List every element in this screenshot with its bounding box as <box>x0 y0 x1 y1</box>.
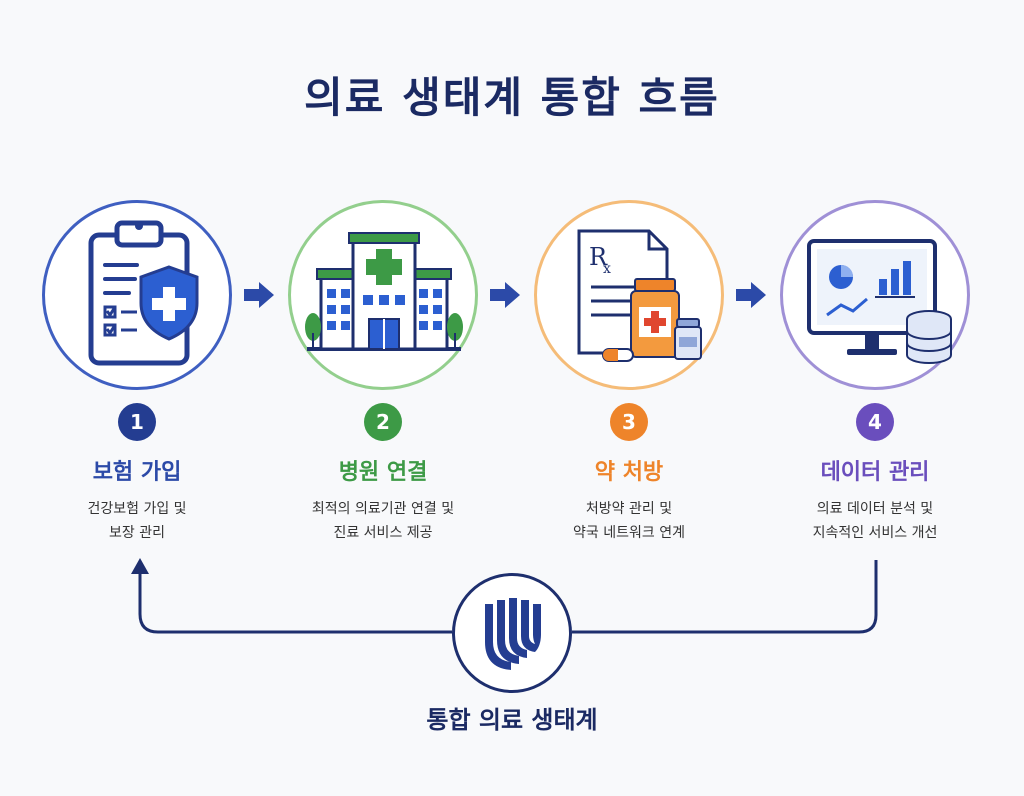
hospital-icon <box>305 232 463 351</box>
loop-arrowhead-icon <box>131 558 149 574</box>
united-logo-icon <box>485 598 541 670</box>
step-2-description: 최적의 의료기관 연결 및 진료 서비스 제공 <box>263 497 503 545</box>
step-1-title: 보험 가입 <box>92 460 182 485</box>
step-4-circle <box>780 200 970 390</box>
step-3-number: 3 <box>610 403 648 441</box>
clipboard-shield-icon <box>88 220 199 366</box>
page-title: 의료 생태계 통합 흐름 <box>304 73 720 122</box>
flow-arrow-icon <box>244 282 274 308</box>
step-3-desc-line: 약국 네트워크 연계 <box>573 525 685 541</box>
center-logo <box>452 573 572 693</box>
svg-text:R: R <box>589 243 608 271</box>
step-2-desc-line: 진료 서비스 제공 <box>333 525 433 541</box>
step-4-title: 데이터 관리 <box>820 460 930 485</box>
step-3-circle: R x <box>534 200 724 390</box>
step-2-circle <box>288 200 478 390</box>
monitor-database-icon <box>807 239 952 364</box>
step-1-desc-line: 건강보험 가입 및 <box>87 501 187 517</box>
flow-arrow-icon <box>736 282 766 308</box>
center-label: 통합 의료 생태계 <box>426 706 598 734</box>
step-1-circle <box>42 200 232 390</box>
step-2-title: 병원 연결 <box>338 460 428 485</box>
step-1-desc-line: 보장 관리 <box>109 525 165 541</box>
svg-text:x: x <box>603 261 611 277</box>
step-4-description: 의료 데이터 분석 및 지속적인 서비스 개선 <box>755 497 995 545</box>
step-4-desc-line: 의료 데이터 분석 및 <box>816 501 934 517</box>
step-2-number: 2 <box>364 403 402 441</box>
step-3-desc-line: 처방약 관리 및 <box>585 501 673 517</box>
prescription-icon: R x <box>577 229 702 362</box>
flow-arrow-icon <box>490 282 520 308</box>
step-3-description: 처방약 관리 및 약국 네트워크 연계 <box>509 497 749 545</box>
step-1-description: 건강보험 가입 및 보장 관리 <box>17 497 257 545</box>
step-2-desc-line: 최적의 의료기관 연결 및 <box>311 501 455 517</box>
step-1-number: 1 <box>118 403 156 441</box>
step-4-number: 4 <box>856 403 894 441</box>
step-4-desc-line: 지속적인 서비스 개선 <box>812 525 938 541</box>
step-3-title: 약 처방 <box>594 460 664 485</box>
